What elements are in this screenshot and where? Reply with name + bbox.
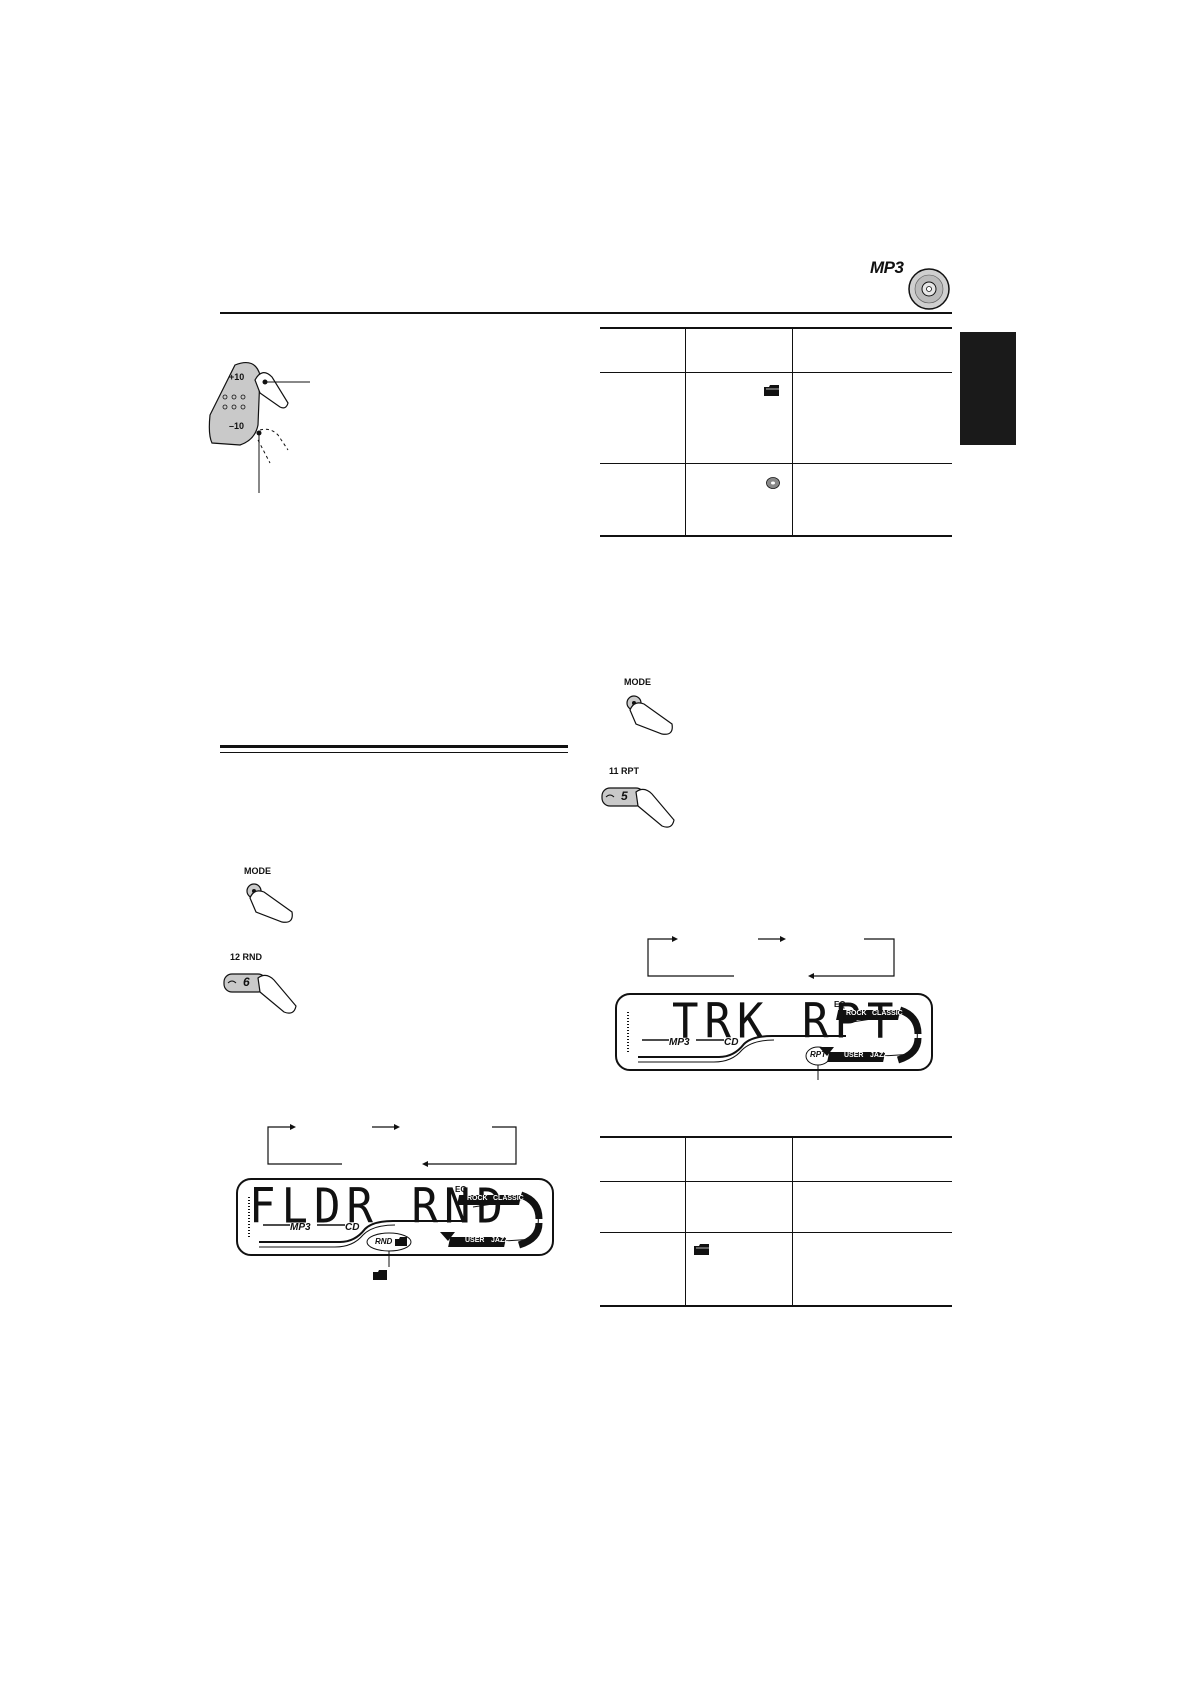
disc-icon [766, 477, 780, 489]
rnd-button-illustration[interactable] [222, 966, 312, 1026]
lcd-rpt-indicator: RPT [810, 1050, 826, 1059]
mp3-logo: MP3 [870, 258, 904, 277]
lcd-rnd-indicator: RND [375, 1237, 393, 1246]
cd-disc-icon [908, 268, 950, 310]
mode-label: MODE [244, 866, 271, 876]
lcd-classic-label-right: CLASSIC [872, 1010, 903, 1017]
section-rule-random-top [220, 745, 568, 748]
rpt-button-label: 11 RPT [609, 766, 640, 776]
rnd-button-label: 12 RND [230, 952, 263, 962]
rpt-button-number: 5 [621, 789, 628, 803]
plus-ten-label: +10 [229, 372, 245, 382]
lcd-user-label: USER [465, 1237, 485, 1244]
lcd-jazz-label: JAZZ [491, 1237, 509, 1244]
mode-button-illustration[interactable] [240, 878, 310, 938]
lcd-cd-label: CD [345, 1222, 360, 1233]
mode-label-right: MODE [624, 677, 651, 687]
rnd-button-number: 6 [243, 975, 250, 989]
skip-remote-illustration [208, 362, 310, 493]
lcd-folder-icon [395, 1237, 407, 1246]
folder-icon-below-lcd [373, 1270, 387, 1280]
lcd-rock-label: ROCK [467, 1195, 488, 1202]
side-tab [960, 332, 1016, 445]
lcd-mp3-label: MP3 [290, 1222, 311, 1233]
lcd-display-repeat: TRK RPT MP3 CD EQ ROCK CLASSIC USER JAZZ… [614, 992, 934, 1080]
lcd-main-text-random: FLDR RND [249, 1178, 509, 1235]
folder-icon [694, 1244, 709, 1255]
lcd-eq-label-right: EQ [834, 1000, 846, 1009]
lcd-display-random: FLDR RND MP3 CD EQ ROCK CLASSIC USER JAZ… [235, 1177, 555, 1267]
folder-icon [764, 385, 779, 396]
mode-button-illustration-right[interactable] [620, 690, 690, 750]
lcd-classic-label: CLASSIC [493, 1195, 524, 1202]
lcd-user-label-right: USER [844, 1052, 864, 1059]
lcd-cd-label-right: CD [724, 1037, 739, 1048]
header-rule [220, 312, 952, 314]
lcd-mp3-label-right: MP3 [669, 1037, 690, 1048]
random-mode-cycle-arrows [267, 1124, 517, 1167]
lcd-main-text-repeat: TRK RPT [672, 993, 900, 1050]
section-rule-random-bottom [220, 752, 568, 753]
minus-ten-label: –10 [229, 421, 245, 431]
lcd-eq-label: EQ [455, 1185, 467, 1194]
repeat-mode-cycle-arrows [647, 936, 895, 979]
lcd-rock-label-right: ROCK [846, 1010, 867, 1017]
lcd-jazz-label-right: JAZZ [870, 1052, 888, 1059]
rpt-button-illustration[interactable] [600, 780, 690, 840]
